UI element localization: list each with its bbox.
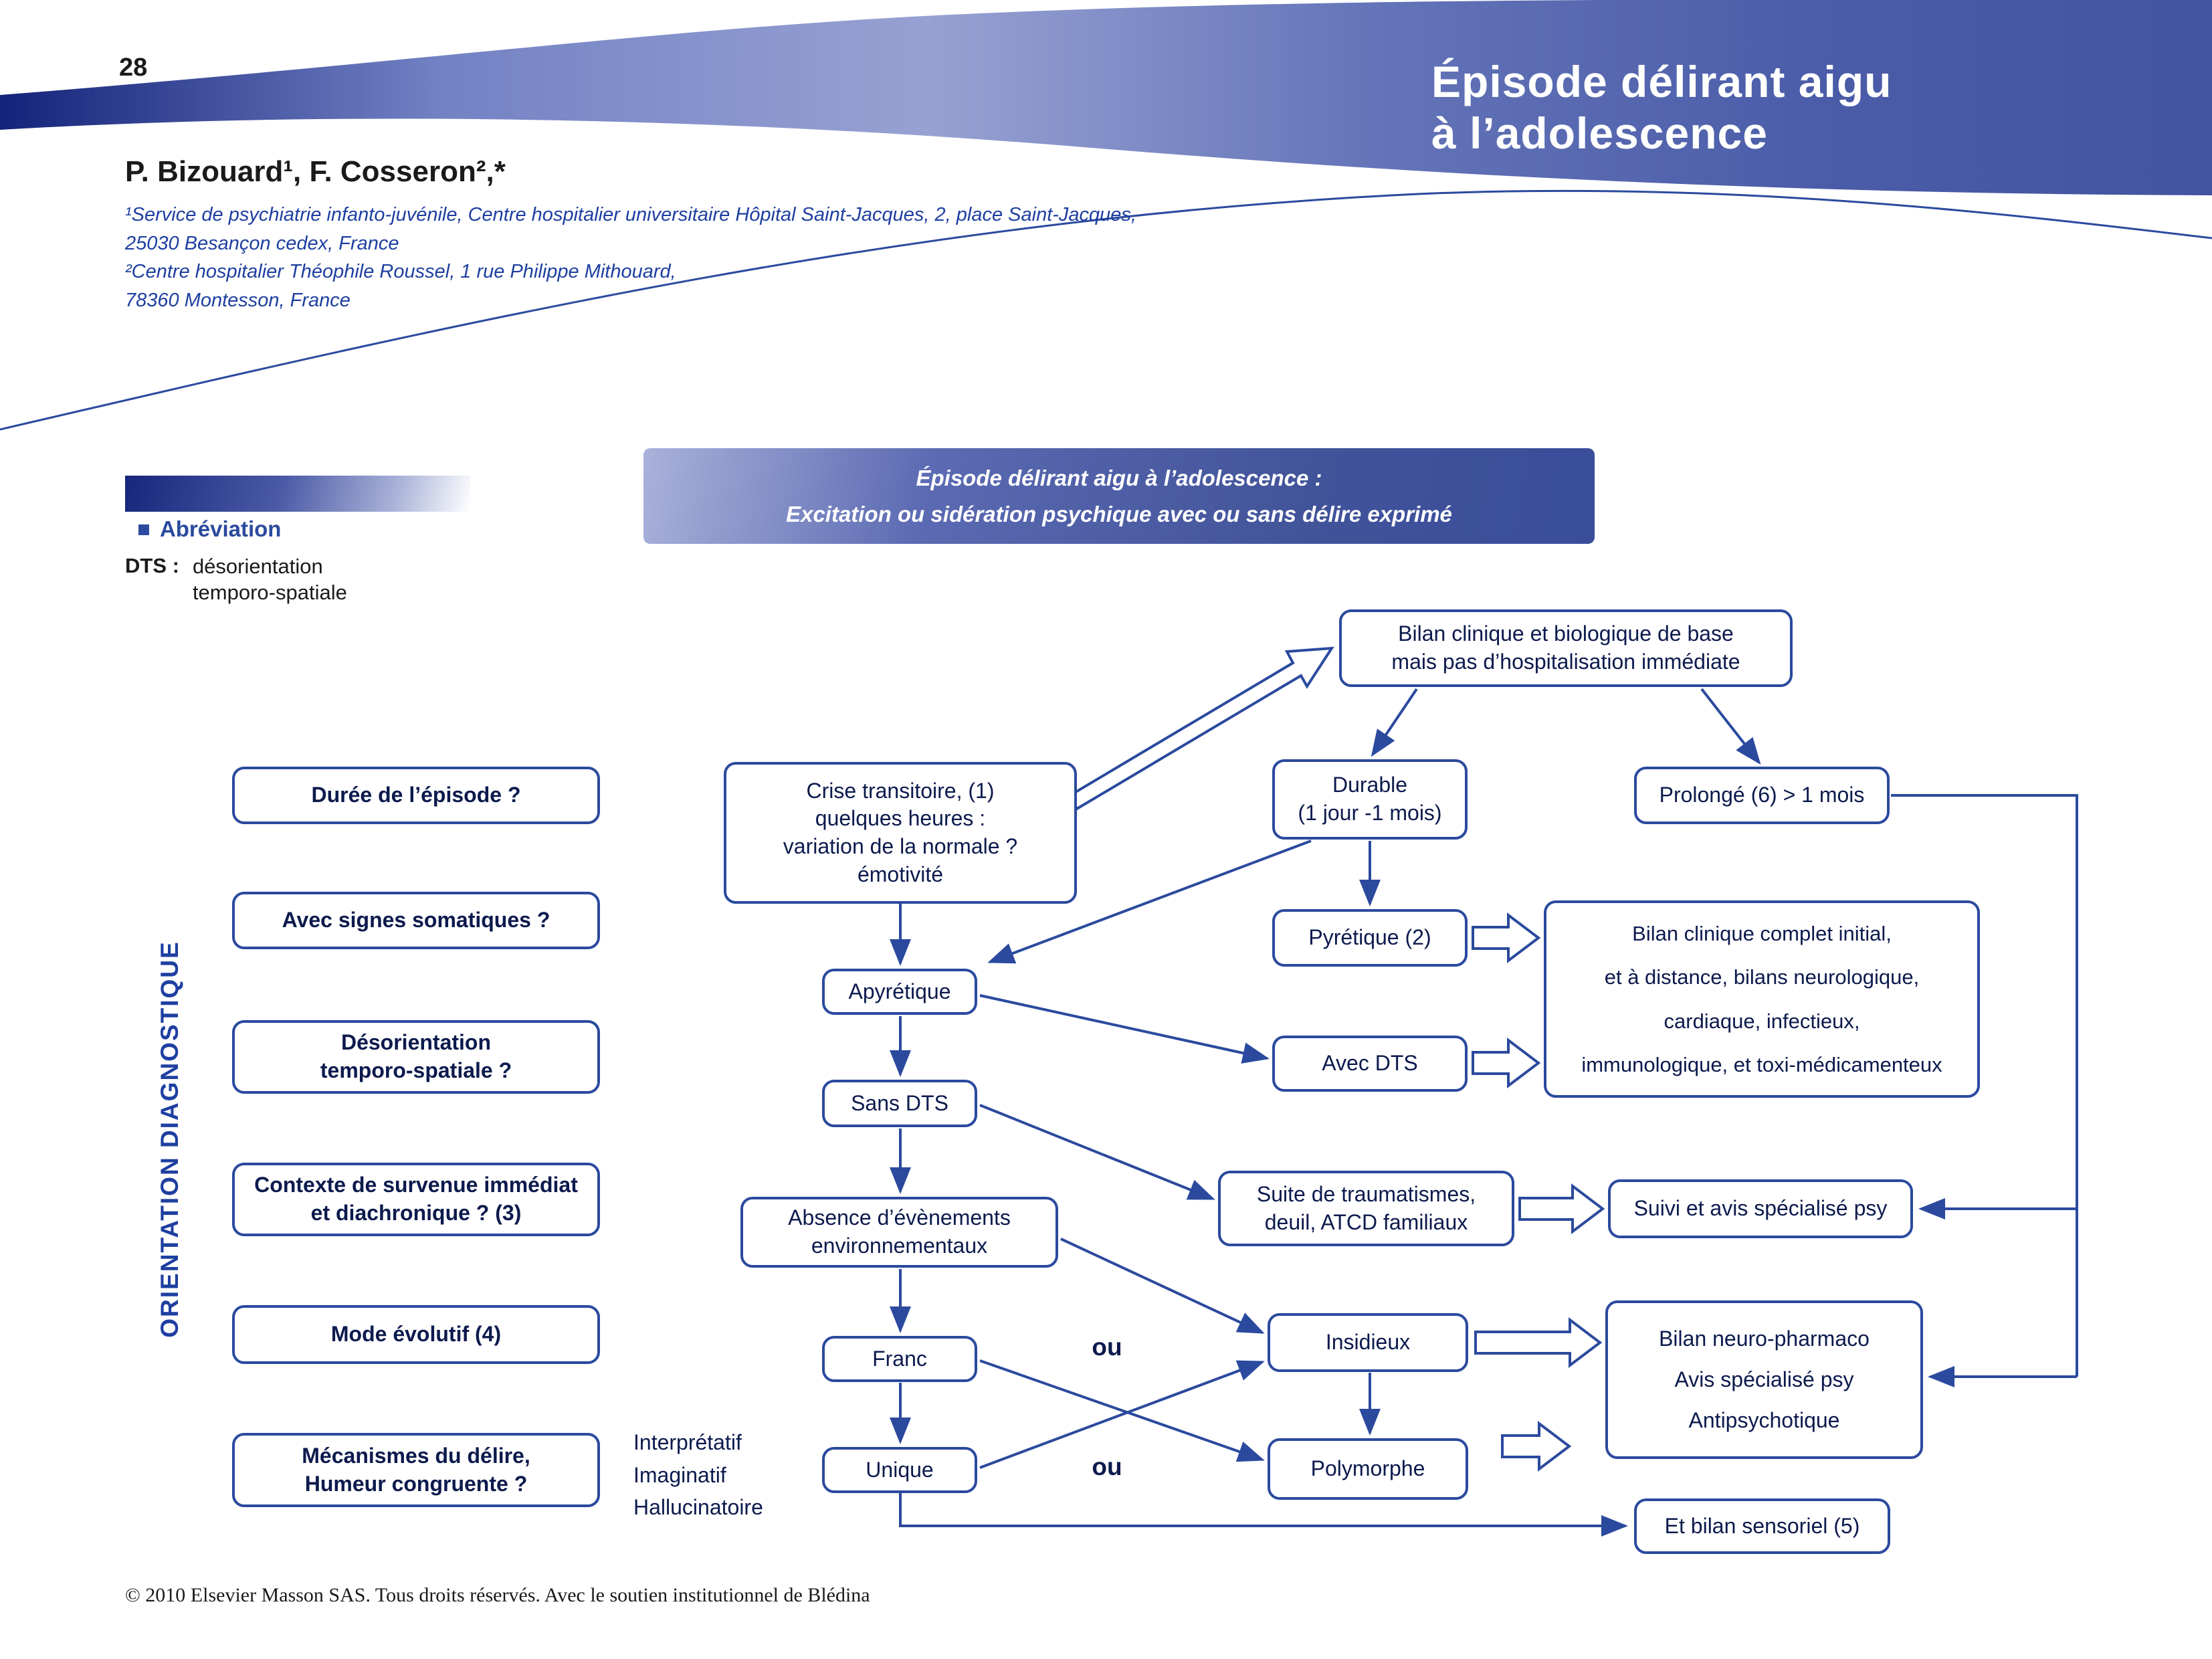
flow-box-insidieux: Insidieux: [1268, 1313, 1468, 1372]
flow-box-durable: Durable (1 jour -1 mois): [1272, 759, 1468, 840]
abbreviation-entry: DTS : désorientation temporo-spatiale: [125, 554, 347, 606]
ou-label-1: ou: [1092, 1333, 1122, 1361]
question-box-mecanismes: Mécanismes du délire, Humeur congruente …: [232, 1433, 600, 1507]
flow-box-bilan-sensoriel: Et bilan sensoriel (5): [1634, 1498, 1890, 1554]
long-hollow-arrow: [1067, 646, 1334, 811]
flow-box-avec-dts: Avec DTS: [1272, 1036, 1468, 1092]
question-box-mode-evolutif: Mode évolutif (4): [232, 1305, 600, 1364]
flow-box-sans-dts: Sans DTS: [822, 1080, 977, 1127]
solid-arrows: [890, 688, 2078, 1537]
flow-box-franc: Franc: [822, 1336, 977, 1382]
header-wave-graphic: [0, 0, 2212, 431]
copyright-footer: © 2010 Elsevier Masson SAS. Tous droits …: [125, 1584, 870, 1606]
mecanismes-list: Interprétatif Imaginatif Hallucinatoire: [633, 1430, 763, 1520]
orientation-diagnostique-label: ORIENTATION DIAGNOSTIQUE: [156, 941, 183, 1338]
flow-box-suite-traumatismes: Suite de traumatismes, deuil, ATCD famil…: [1218, 1171, 1514, 1246]
abbreviation-heading-label: Abréviation: [159, 516, 282, 541]
page-number: 28: [119, 54, 148, 82]
flow-box-bilan-neuro: Bilan neuro-pharmaco Avis spécialisé psy…: [1605, 1300, 1923, 1459]
affiliations: ¹Service de psychiatrie infanto-juvénile…: [125, 204, 1136, 311]
flow-box-prolonge: Prolongé (6) > 1 mois: [1634, 767, 1890, 824]
authors: P. Bizouard¹, F. Cosseron²,*: [125, 155, 506, 188]
abbreviation-definition: désorientation temporo-spatiale: [192, 555, 347, 604]
flow-box-bilan-base: Bilan clinique et biologique de base mai…: [1339, 609, 1793, 687]
diagram-title-banner: Épisode délirant aigu à l’adolescence : …: [643, 448, 1595, 544]
hollow-block-arrows: [1067, 646, 1605, 1472]
flow-box-polymorphe: Polymorphe: [1268, 1438, 1468, 1500]
flow-box-crise-transitoire: Crise transitoire, (1) quelques heures :…: [724, 762, 1077, 904]
abbreviation-gradient-bar: [125, 476, 470, 512]
wave-band: [0, 0, 2212, 195]
question-box-desorientation: Désorientation temporo-spatiale ?: [232, 1020, 600, 1094]
flow-box-bilan-complet: Bilan clinique complet initial, et à dis…: [1544, 900, 1980, 1098]
abbreviation-term: DTS :: [125, 554, 179, 577]
ou-label-2: ou: [1092, 1453, 1122, 1480]
flow-box-suivi-psy: Suivi et avis spécialisé psy: [1608, 1179, 1913, 1238]
question-box-signes-somatiques: Avec signes somatiques ?: [232, 892, 600, 949]
question-box-duree: Durée de l’épisode ?: [232, 767, 600, 824]
flow-box-absence-evenements: Absence d’évènements environnementaux: [740, 1197, 1058, 1268]
bullet-square-icon: ■: [137, 516, 150, 541]
question-box-contexte: Contexte de survenue immédiat et diachro…: [232, 1163, 600, 1236]
flow-box-unique: Unique: [822, 1447, 977, 1493]
article-title: Épisode délirant aigu à l’adolescence: [1431, 57, 1892, 159]
flow-box-pyretique: Pyrétique (2): [1272, 909, 1468, 967]
flow-box-apyretique: Apyrétique: [822, 969, 977, 1015]
abbreviation-heading: ■ Abréviation: [137, 516, 281, 542]
wave-thin-line: [0, 189, 2212, 431]
